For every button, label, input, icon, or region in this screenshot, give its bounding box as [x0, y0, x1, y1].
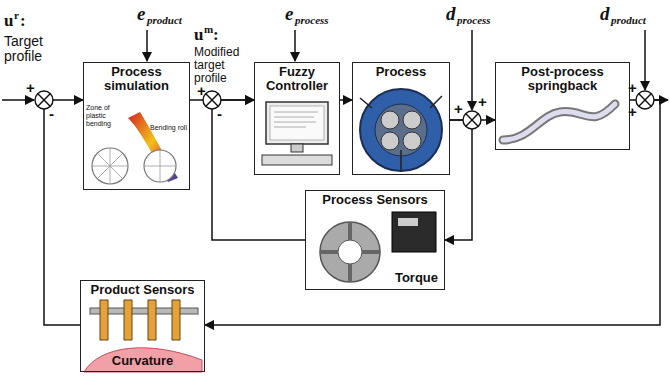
box-title: Fuzzy Controller	[255, 63, 339, 95]
controller-box: Fuzzy Controller	[254, 62, 340, 175]
signal-subscript: product	[611, 14, 646, 26]
signal-name: Modified target profile	[194, 46, 250, 85]
box-title: Post-process springback	[496, 63, 629, 95]
signal-lines	[2, 30, 668, 110]
signal-symbol: u	[4, 12, 13, 30]
signal-superscript: m	[204, 23, 213, 35]
summing-junctions	[35, 91, 654, 129]
sign: +	[478, 94, 487, 110]
signal-connector	[212, 100, 305, 240]
figure-note: Bending roll	[150, 124, 188, 132]
process-box: Process	[352, 62, 450, 175]
signal-colon: :	[20, 12, 26, 30]
sign: +	[454, 101, 463, 117]
box-title: Process simulation	[84, 63, 189, 95]
sign: +	[628, 104, 637, 120]
signal-subscript: product	[147, 14, 182, 26]
signal-symbol: u	[194, 26, 203, 44]
springback-box: Post-process springback	[495, 62, 630, 150]
signal-connector	[340, 99, 352, 101]
signal-symbol: d	[600, 4, 610, 24]
signal-subscript: process	[295, 14, 329, 26]
sign: -	[49, 106, 54, 122]
sign: +	[197, 83, 206, 99]
figure-note: Zone of plastic bending	[86, 104, 126, 128]
signal-superscript: r	[14, 9, 19, 21]
sign: +	[26, 80, 35, 96]
box-title: Process	[353, 63, 449, 81]
controller-illustration	[262, 102, 332, 165]
signal-name: Target profile	[4, 34, 64, 64]
sensor-box: Product SensorsCurvature	[80, 280, 205, 372]
signal-subscript: process	[457, 14, 491, 26]
box-title: Process Sensors	[306, 191, 444, 209]
box-subtitle: Torque	[395, 271, 438, 285]
springback-illustration	[503, 104, 615, 140]
signal-colon: :	[213, 26, 219, 44]
sign: -	[217, 106, 222, 122]
signal-symbol: d	[446, 4, 456, 24]
sign: +	[628, 80, 637, 96]
signal-connector	[205, 100, 660, 325]
signal-symbol: e	[285, 4, 293, 24]
process-illustration	[360, 89, 442, 171]
sensor-box: Process SensorsTorque	[305, 190, 445, 290]
box-subtitle: Curvature	[81, 354, 204, 368]
box-title: Product Sensors	[81, 281, 204, 299]
signal-symbol: e	[137, 4, 145, 24]
signal-connector	[44, 100, 83, 325]
